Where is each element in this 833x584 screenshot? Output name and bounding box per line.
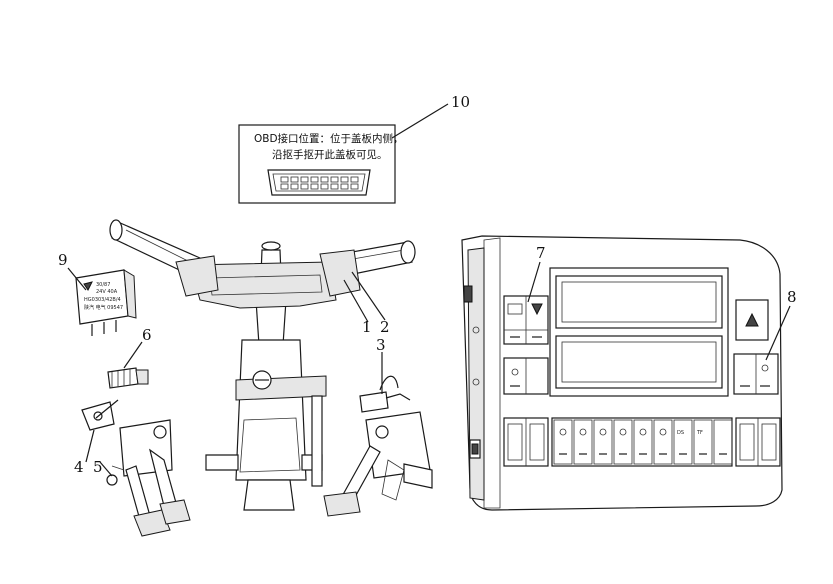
obd-note-line1: OBD接口位置：位于盖板内侧， — [254, 132, 404, 145]
leader-line-5 — [99, 461, 113, 477]
callout-5: 5 — [93, 458, 103, 476]
obd-pin — [350, 176, 359, 183]
obd-pin — [340, 176, 349, 183]
switch-symbol-icon — [559, 428, 567, 436]
obd-pin — [320, 176, 329, 183]
obd-pin — [300, 176, 309, 183]
obd-connector-icon — [267, 169, 371, 196]
leader-line-10 — [391, 103, 449, 139]
obd-pin — [350, 183, 359, 190]
rocker-switch — [633, 419, 653, 465]
sensor-part — [107, 367, 149, 389]
obd-pin — [330, 183, 339, 190]
dashboard-panel: DS TF — [461, 235, 783, 511]
callout-4: 4 — [74, 458, 84, 476]
obd-pin — [280, 183, 289, 190]
obd-pin — [300, 183, 309, 190]
obd-pin — [320, 183, 329, 190]
switch-symbol-icon — [639, 428, 647, 436]
callout-2: 2 — [380, 318, 390, 336]
leader-line-6 — [123, 341, 143, 369]
obd-pin — [340, 183, 349, 190]
rocker-switch — [553, 419, 573, 465]
lamp-switch-icon — [531, 303, 543, 316]
hazard-triangle-icon — [745, 312, 759, 327]
obd-pin — [310, 176, 319, 183]
switch-symbol-icon — [619, 428, 627, 436]
switch-label-ds: DS — [677, 430, 684, 436]
rocker-switch — [573, 419, 593, 465]
leader-line-2 — [351, 271, 386, 321]
rocker-switch — [673, 419, 693, 465]
relay-label-line3: HG0303/42B/4 — [84, 297, 121, 303]
callout-3: 3 — [376, 336, 386, 354]
obd-note-box: OBD接口位置：位于盖板内侧， 沿抠手抠开此盖板可见。 — [238, 124, 404, 204]
callout-6: 6 — [142, 326, 152, 344]
light-switch-icon — [507, 303, 523, 315]
leader-line-4 — [85, 429, 95, 463]
switch-label-tf: TF — [696, 430, 703, 436]
leader-line-9 — [67, 267, 87, 291]
switch-symbol-icon — [659, 428, 667, 436]
callout-1: 1 — [362, 318, 372, 336]
obd-pin — [290, 176, 299, 183]
seat-switch-icon — [511, 368, 519, 376]
callout-9: 9 — [58, 251, 68, 269]
brake-pedal-assembly — [323, 375, 433, 517]
obd-pin — [290, 183, 299, 190]
switch-symbol-icon — [579, 428, 587, 436]
leader-line-6b — [95, 399, 119, 419]
callout-7: 7 — [536, 244, 546, 262]
rocker-switch — [593, 419, 613, 465]
mirror-switch-icon — [761, 364, 769, 372]
rocker-switch — [713, 419, 733, 465]
leader-line-7 — [527, 261, 541, 303]
relay-label-line2: 24V 40A — [96, 289, 118, 295]
relay-part: 30/87 24V 40A HG0303/42B/4 陕汽 电气 09547 — [75, 269, 137, 336]
obd-pin — [310, 183, 319, 190]
relay-label-line4: 陕汽 电气 09547 — [84, 304, 123, 311]
obd-note-line2: 沿抠手抠开此盖板可见。 — [272, 148, 388, 161]
steering-column-assembly — [109, 219, 416, 511]
rocker-switch — [653, 419, 673, 465]
rocker-switch — [613, 419, 633, 465]
clutch-pedal-assembly — [81, 401, 191, 537]
warning-triangle-icon — [83, 281, 93, 291]
rocker-switch — [693, 419, 713, 465]
callout-8: 8 — [787, 288, 797, 306]
obd-pin — [330, 176, 339, 183]
leader-line-8 — [765, 305, 791, 361]
relay-label-line1: 30/87 — [96, 282, 110, 288]
switch-symbol-icon — [599, 428, 607, 436]
callout-10: 10 — [451, 93, 470, 111]
leader-line-1 — [343, 279, 369, 323]
obd-pin — [280, 176, 289, 183]
